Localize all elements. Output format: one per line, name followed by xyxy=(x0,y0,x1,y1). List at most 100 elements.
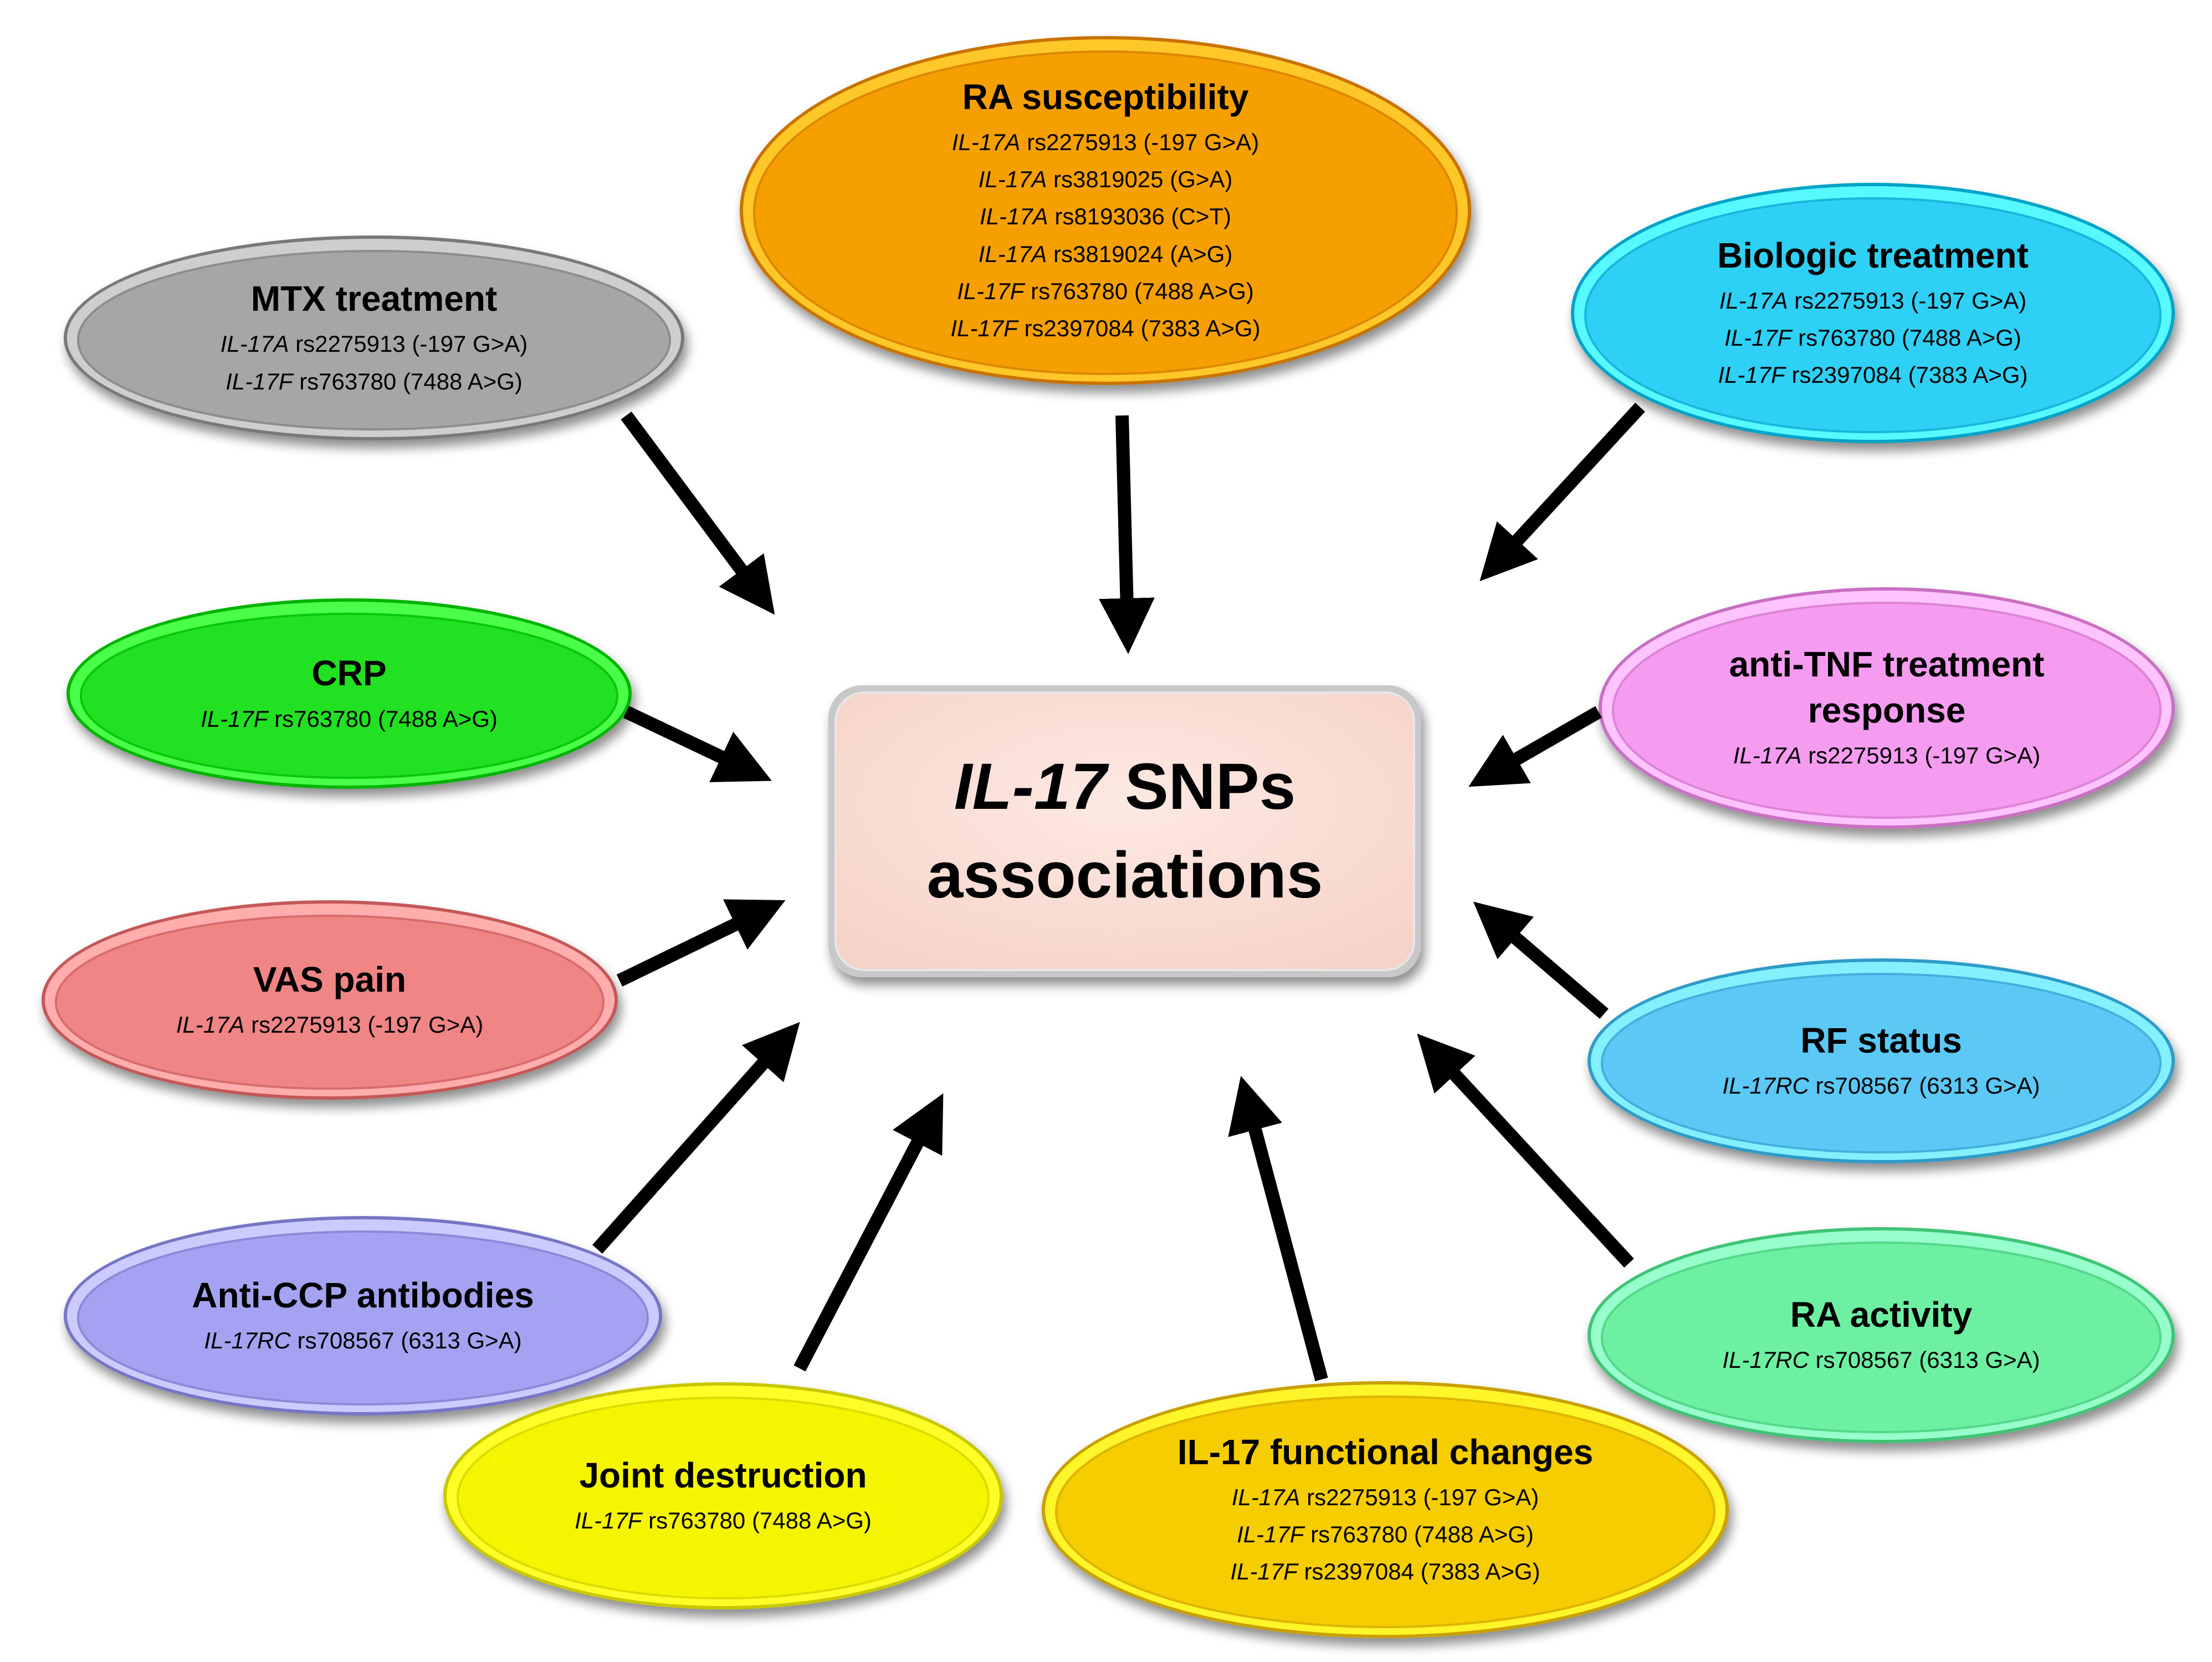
center-title-gene: IL-17 xyxy=(954,750,1107,824)
node-title: Joint destruction xyxy=(579,1455,867,1495)
snp-list: IL-17A rs2275913 (-197 G>A)IL-17F rs7637… xyxy=(1718,282,2027,394)
node-title: RF status xyxy=(1800,1020,1962,1060)
snp-variant: rs763780 (7488 A>G) xyxy=(268,705,498,732)
ellipse-ra-susceptibility xyxy=(740,36,1471,385)
snp-variant: rs2275913 (-197 G>A) xyxy=(1300,1484,1539,1510)
snp-line: IL-17F rs763780 (7488 A>G) xyxy=(950,273,1260,310)
node-title: MTX treatment xyxy=(250,279,498,319)
snp-line: IL-17A rs3819024 (A>G) xyxy=(950,235,1260,273)
node-title: VAS pain xyxy=(253,959,407,999)
snp-gene: IL-17F xyxy=(1718,362,1785,388)
node-il17-functional-changes: IL-17 functional changes IL-17A rs227591… xyxy=(1039,1379,1732,1640)
node-anti-ccp: Anti-CCP antibodies IL-17RC rs708567 (63… xyxy=(61,1213,665,1418)
node-title: CRP xyxy=(311,653,387,694)
arrow-rf-status xyxy=(1473,901,1609,1019)
node-rf-status: RF status IL-17RC rs708567 (6313 G>A) xyxy=(1585,956,2178,1166)
snp-gene: IL-17A xyxy=(951,129,1021,156)
ellipse-anti-tnf xyxy=(1599,587,2175,829)
snp-line: IL-17A rs8193036 (C>T) xyxy=(950,198,1260,235)
snp-variant: rs2397084 (7383 A>G) xyxy=(1017,315,1261,341)
snp-variant: rs8193036 (C>T) xyxy=(1048,203,1232,230)
snp-variant: rs2275913 (-197 G>A) xyxy=(289,331,528,357)
snp-list: IL-17A rs2275913 (-197 G>A)IL-17F rs7637… xyxy=(1230,1479,1540,1591)
snp-line: IL-17A rs2275913 (-197 G>A) xyxy=(176,1006,484,1043)
snp-gene: IL-17RC xyxy=(204,1327,291,1353)
snp-line: IL-17F rs763780 (7488 A>G) xyxy=(1718,319,2027,356)
snp-variant: rs2397084 (7383 A>G) xyxy=(1297,1558,1540,1585)
center-title-line2: associations xyxy=(926,838,1323,912)
snp-variant: rs708567 (6313 G>A) xyxy=(1809,1347,2040,1373)
snp-list: IL-17A rs2275913 (-197 G>A) IL-17A rs3819… xyxy=(950,124,1260,347)
snp-gene: IL-17A xyxy=(220,331,289,357)
snp-line: IL-17A rs2275913 (-197 G>A) xyxy=(1230,1479,1540,1516)
snp-gene: IL-17A xyxy=(979,203,1048,230)
arrow-il17-functional xyxy=(1228,1076,1328,1382)
node-vas-pain: VAS pain IL-17A rs2275913 (-197 G>A) xyxy=(39,897,621,1102)
snp-variant: rs763780 (7488 A>G) xyxy=(1304,1521,1534,1547)
ellipse-joint-destruction xyxy=(443,1382,1003,1609)
snp-gene: IL-17F xyxy=(226,368,293,394)
snp-gene: IL-17F xyxy=(957,278,1025,304)
center-title-rest: SNPs xyxy=(1107,750,1296,824)
ellipse-vas-pain xyxy=(42,900,618,1100)
snp-gene: IL-17F xyxy=(1724,325,1792,351)
node-ra-activity: RA activity IL-17RC rs708567 (6313 G>A) xyxy=(1585,1224,2178,1446)
snp-variant: rs2275913 (-197 G>A) xyxy=(1020,129,1259,156)
snp-line: IL-17F rs763780 (7488 A>G) xyxy=(1230,1516,1540,1553)
snp-gene: IL-17A xyxy=(1231,1484,1300,1510)
arrow-anti-tnf xyxy=(1468,706,1602,787)
ellipse-rf-status xyxy=(1588,958,2175,1163)
ellipse-mtx-treatment xyxy=(64,235,684,440)
snp-list: IL-17A rs2275913 (-197 G>A) xyxy=(176,1006,484,1043)
snp-gene: IL-17F xyxy=(1237,1521,1304,1547)
snp-list: IL-17F rs763780 (7488 A>G) xyxy=(575,1502,872,1539)
snp-list: IL-17RC rs708567 (6313 G>A) xyxy=(204,1322,521,1359)
snp-gene: IL-17A xyxy=(1733,742,1802,769)
node-anti-tnf: anti-TNF treatment response IL-17A rs227… xyxy=(1596,584,2178,831)
snp-line: IL-17RC rs708567 (6313 G>A) xyxy=(204,1322,521,1359)
arrow-anti-ccp xyxy=(592,1022,800,1254)
node-title: RA activity xyxy=(1790,1294,1973,1335)
snp-list: IL-17A rs2275913 (-197 G>A) xyxy=(1733,737,2041,774)
arrow-layer xyxy=(592,402,1645,1382)
snp-line: IL-17F rs2397084 (7383 A>G) xyxy=(950,310,1260,347)
snp-list: IL-17RC rs708567 (6313 G>A) xyxy=(1722,1067,2040,1104)
snp-gene: IL-17A xyxy=(176,1012,245,1038)
snp-variant: rs763780 (7488 A>G) xyxy=(1791,325,2021,351)
node-ra-susceptibility: RA susceptibility IL-17A rs2275913 (-197… xyxy=(737,33,1474,388)
snp-variant: rs2397084 (7383 A>G) xyxy=(1785,362,2028,388)
arrow-crp xyxy=(623,706,772,782)
center-box: IL-17 SNPs associations xyxy=(828,685,1421,977)
snp-variant: rs708567 (6313 G>A) xyxy=(1809,1073,2040,1099)
snp-line: IL-17F rs2397084 (7383 A>G) xyxy=(1230,1553,1540,1590)
snp-line: IL-17A rs2275913 (-197 G>A) xyxy=(1733,737,2041,774)
snp-line: IL-17F rs763780 (7488 A>G) xyxy=(201,700,498,737)
snp-gene: IL-17A xyxy=(978,240,1047,267)
snp-variant: rs2275913 (-197 G>A) xyxy=(244,1012,484,1038)
arrow-ra-activity xyxy=(1417,1033,1634,1268)
snp-line: IL-17F rs763780 (7488 A>G) xyxy=(575,1502,872,1539)
snp-variant: rs763780 (7488 A>G) xyxy=(293,368,523,394)
snp-gene: IL-17F xyxy=(1230,1558,1298,1585)
snp-variant: rs2275913 (-197 G>A) xyxy=(1801,742,2041,769)
node-title: anti-TNF treatment response xyxy=(1729,644,2045,730)
snp-list: IL-17F rs763780 (7488 A>G) xyxy=(201,700,498,737)
node-title: Biologic treatment xyxy=(1717,235,2029,275)
snp-gene: IL-17F xyxy=(575,1507,642,1533)
arrow-biologic-treatment xyxy=(1479,402,1645,582)
snp-gene: IL-17F xyxy=(201,705,268,732)
ellipse-anti-ccp xyxy=(64,1216,662,1415)
snp-line: IL-17F rs2397084 (7383 A>G) xyxy=(1718,356,2027,393)
arrow-joint-destruction xyxy=(793,1093,944,1372)
snp-gene: IL-17RC xyxy=(1722,1347,1809,1373)
snp-line: IL-17A rs2275913 (-197 G>A) xyxy=(221,325,528,362)
center-box-shape xyxy=(828,685,1421,977)
snp-gene: IL-17A xyxy=(978,166,1047,193)
snp-line: IL-17A rs2275913 (-197 G>A) xyxy=(950,124,1260,161)
snp-gene: IL-17RC xyxy=(1722,1073,1809,1099)
snp-variant: rs763780 (7488 A>G) xyxy=(642,1507,872,1533)
arrow-ra-susceptibility xyxy=(1099,415,1155,654)
snp-list: IL-17RC rs708567 (6313 G>A) xyxy=(1722,1341,2040,1378)
arrow-mtx-treatment xyxy=(621,411,775,615)
